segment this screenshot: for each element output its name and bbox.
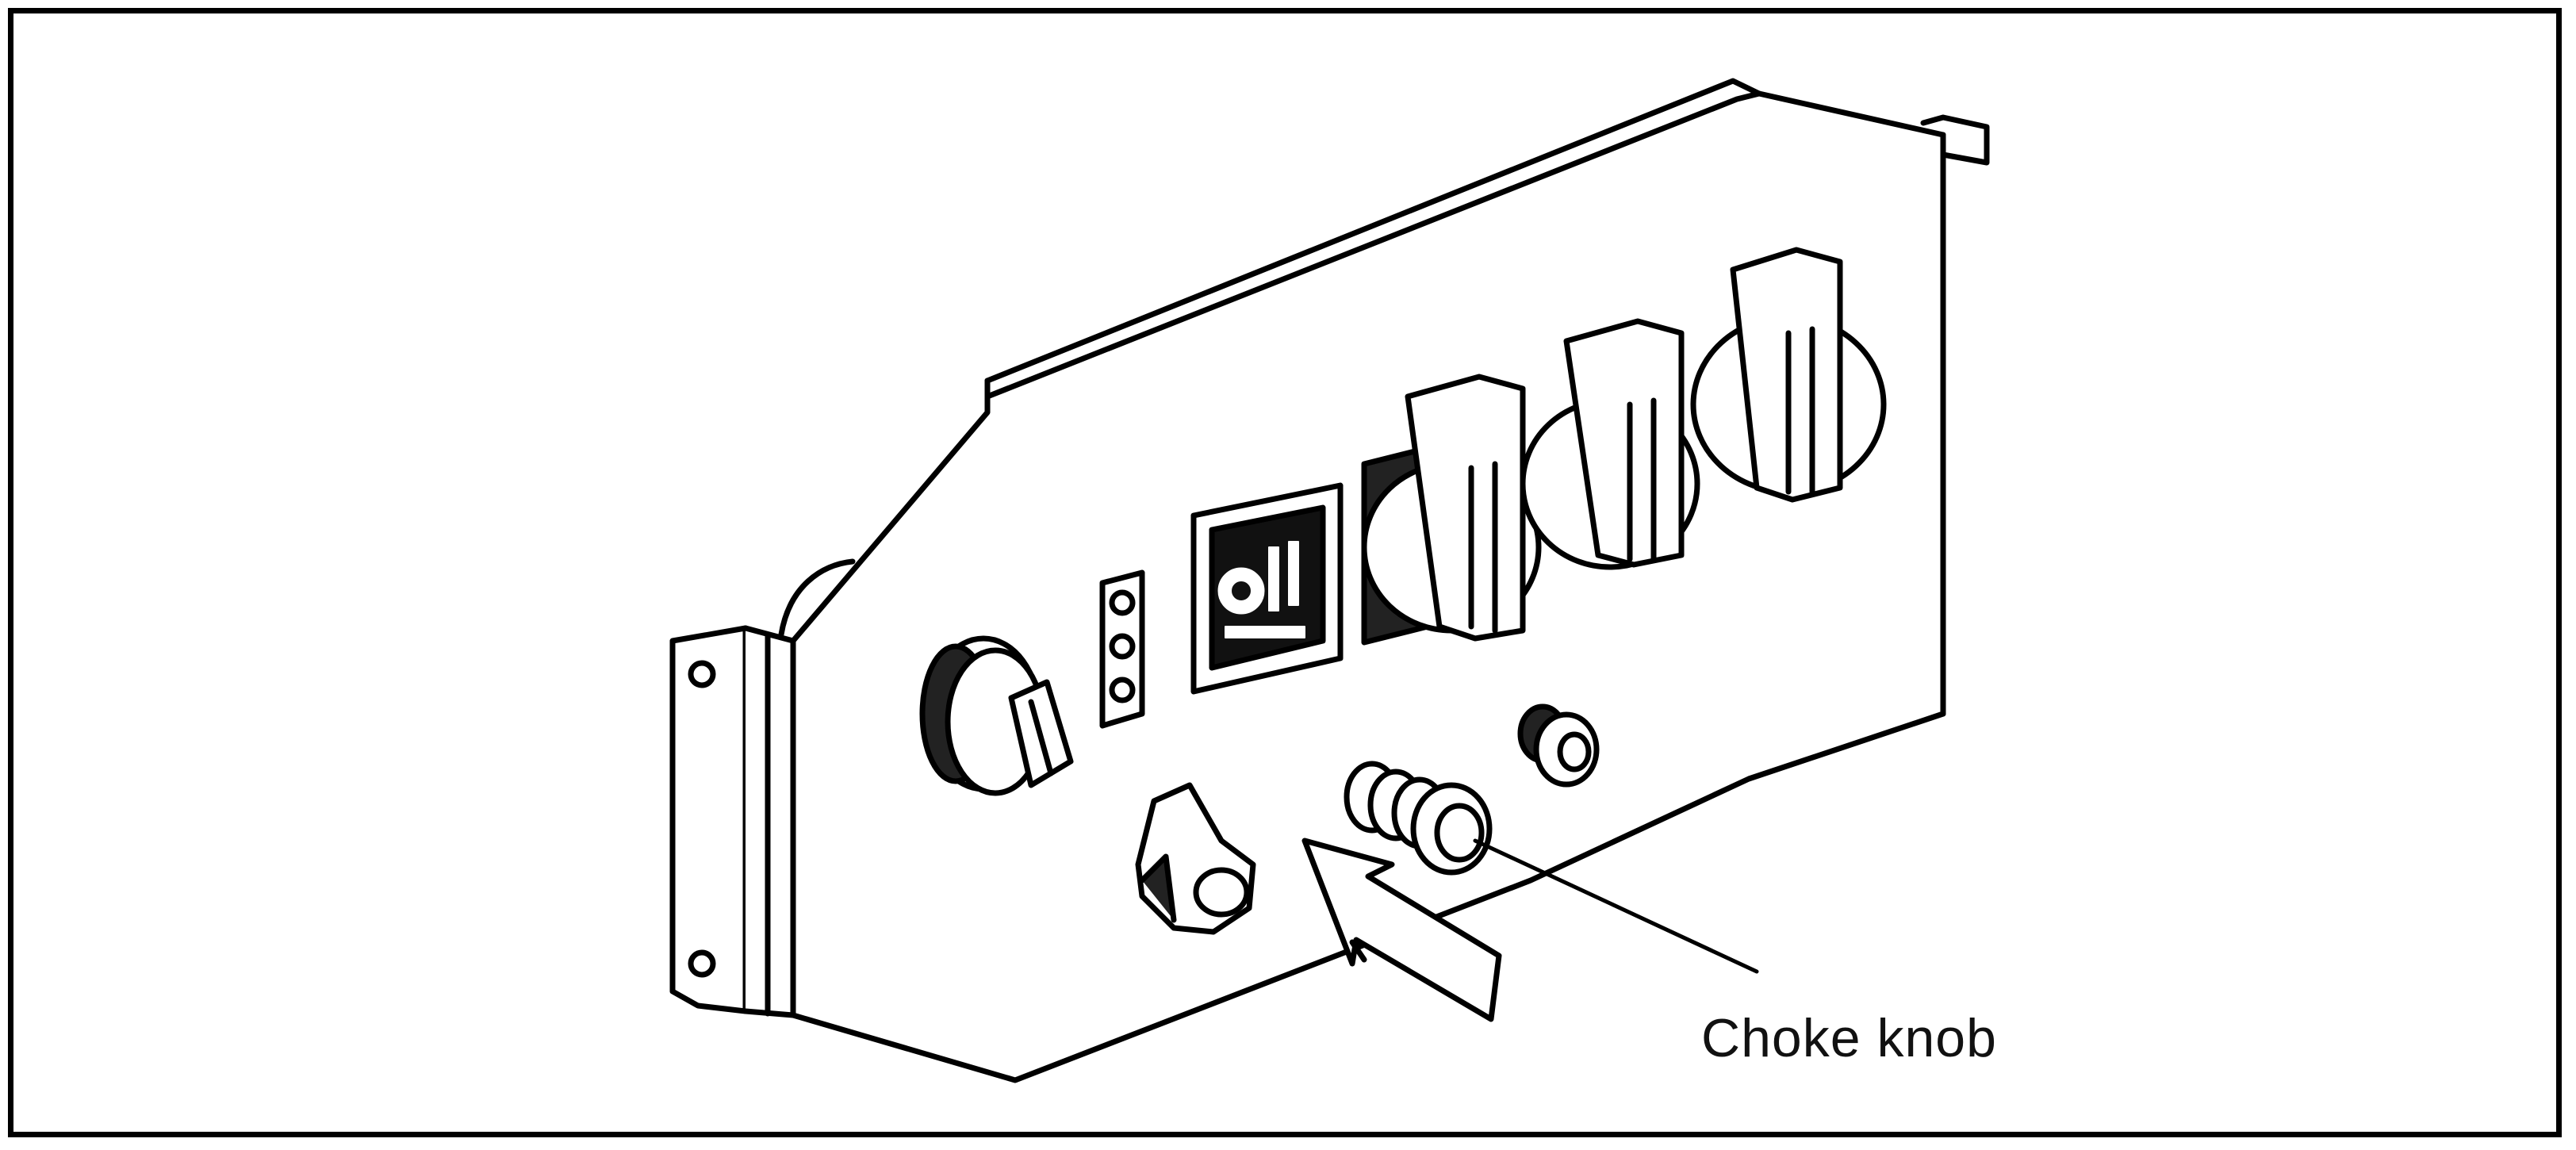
- indicator-light-1: [1109, 589, 1136, 616]
- power-outlet[interactable]: [1361, 374, 1542, 646]
- bracket-screw-hole-bottom: [688, 949, 716, 978]
- indicator-light-3: [1109, 677, 1136, 703]
- mounting-bracket: [669, 558, 856, 1018]
- indicator-lights: [1099, 569, 1145, 729]
- ground-terminal: [1517, 703, 1600, 788]
- indicator-light-2: [1109, 633, 1136, 660]
- engine-switch-knob[interactable]: [919, 635, 1074, 796]
- bracket-screw-hole-top: [688, 660, 716, 688]
- direction-arrow: [1301, 838, 1502, 1022]
- callout-leader-line: [1473, 838, 1759, 974]
- power-outlet[interactable]: [1690, 247, 1887, 503]
- choke-knob-label: Choke knob: [1701, 1008, 1997, 1068]
- circuit-breaker-label: [1190, 482, 1344, 695]
- fuel-valve-lever[interactable]: [1135, 782, 1256, 935]
- power-outlet[interactable]: [1520, 318, 1700, 570]
- choke-knob[interactable]: [1344, 761, 1493, 876]
